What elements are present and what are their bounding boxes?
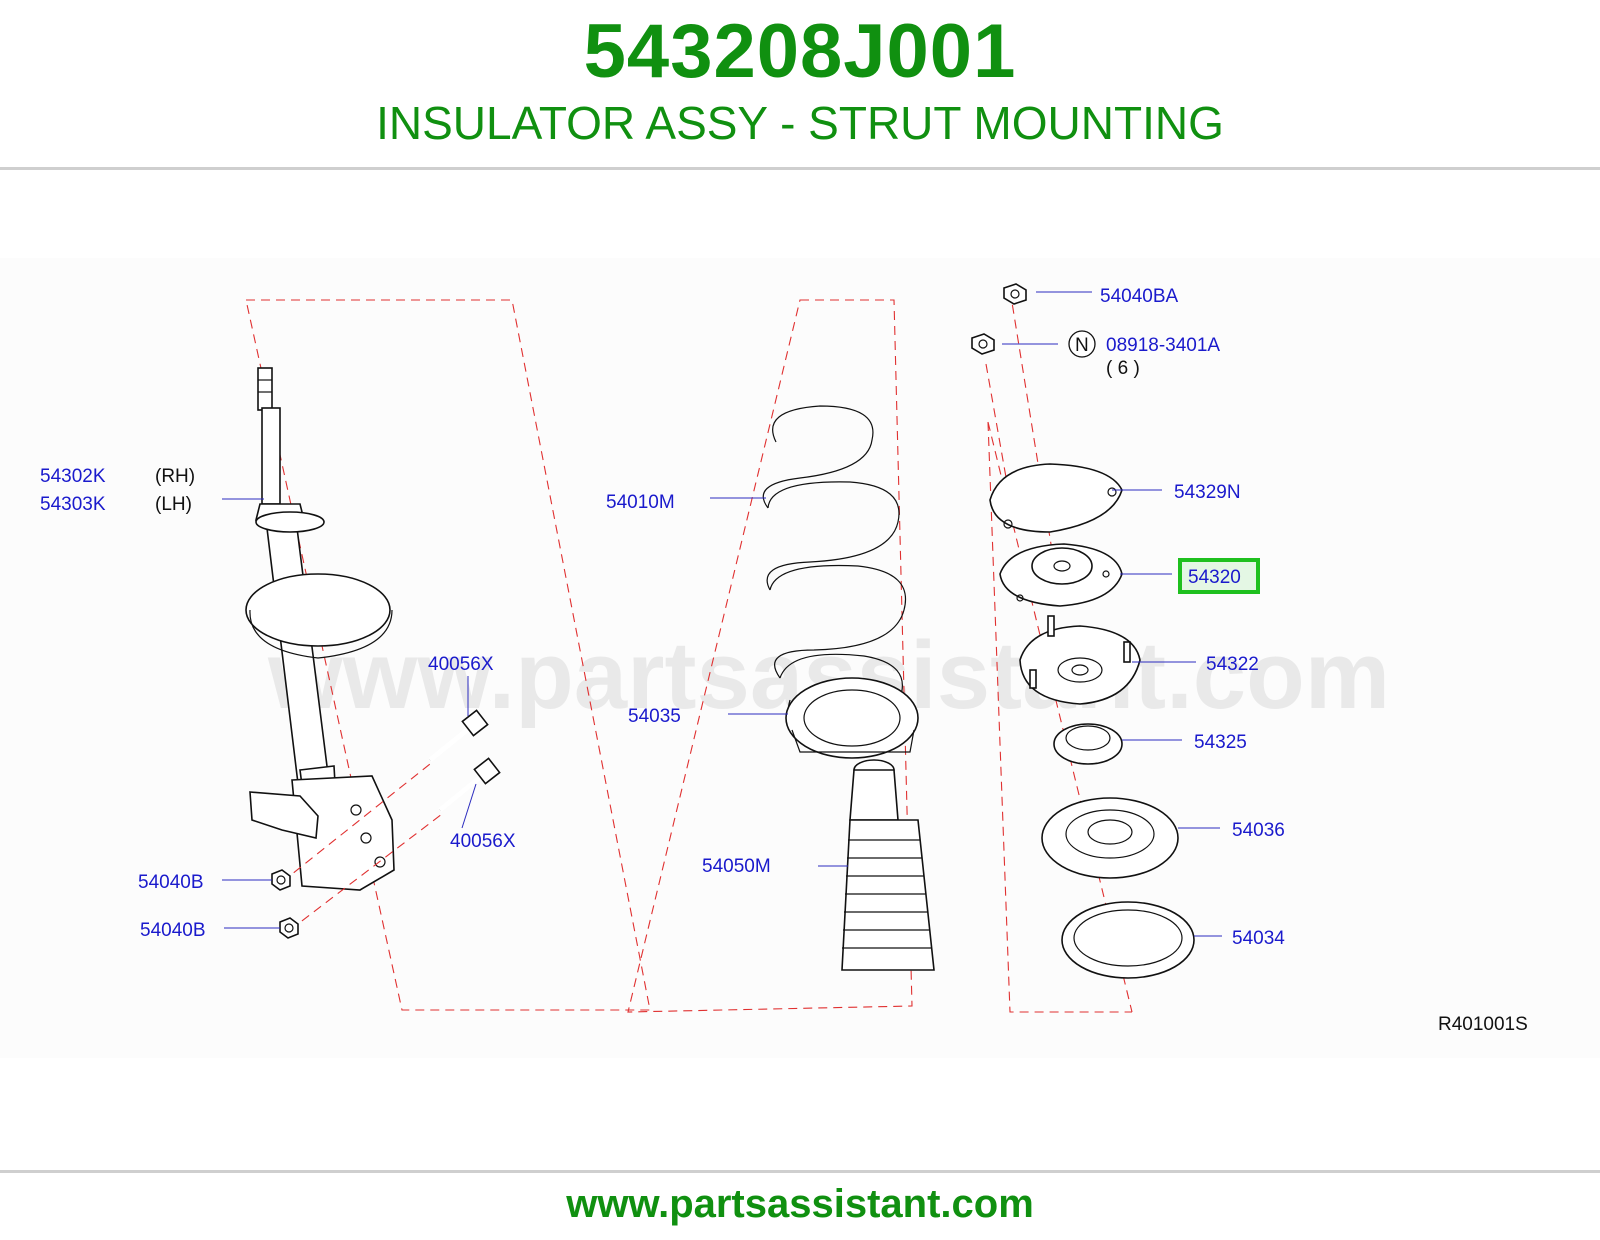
strut-mount-54322-drawing	[1019, 615, 1141, 705]
nut-08918-drawing	[971, 333, 995, 355]
callout-54040ba[interactable]: 54040BA	[1100, 286, 1179, 307]
knuckle-nut-upper	[271, 869, 291, 891]
bearing-54325-drawing	[1053, 723, 1123, 765]
mount-group-boundary	[987, 421, 1133, 1013]
new-part-symbol-label: N	[1075, 335, 1089, 356]
callout-54325[interactable]: 54325	[1194, 732, 1247, 753]
callout-54035[interactable]: 54035	[628, 706, 681, 727]
callout-54010m[interactable]: 54010M	[606, 492, 675, 513]
part-description: INSULATOR ASSY - STRUT MOUNTING	[376, 97, 1224, 149]
diagram-reference-code: R401001S	[1438, 1014, 1528, 1035]
strut-collar	[255, 511, 325, 533]
callout-40056x-bottom[interactable]: 40056X	[450, 831, 516, 852]
callout-54303k[interactable]: 54303K	[40, 494, 106, 515]
callout-54040b-top[interactable]: 54040B	[138, 872, 204, 893]
dust-boot-drawing	[841, 759, 935, 971]
callout-54040b-bottom[interactable]: 54040B	[140, 920, 206, 941]
strut-assembly-drawing	[245, 367, 395, 891]
strut-mount-54320-drawing	[999, 543, 1123, 607]
callout-54034[interactable]: 54034	[1232, 928, 1285, 949]
piston-rod	[261, 407, 281, 505]
spring-group-boundary	[627, 299, 913, 1013]
header-divider	[0, 167, 1600, 170]
knuckle-bolt-lower	[438, 757, 501, 812]
part-number-title: 543208J001	[583, 9, 1017, 94]
new-part-symbol	[1068, 330, 1096, 358]
lower-spring-seat	[245, 573, 391, 647]
callout-08918-quantity: ( 6 )	[1106, 358, 1140, 379]
lower-seat-54036-drawing	[1041, 797, 1179, 879]
knuckle-nut-lower	[279, 917, 299, 939]
nut-54040ba-drawing	[1003, 283, 1027, 305]
callout-08918-3401a[interactable]: 08918-3401A	[1106, 335, 1220, 356]
callout-54303k-side: (LH)	[155, 494, 192, 515]
callout-54050m[interactable]: 54050M	[702, 856, 771, 877]
callout-54329n[interactable]: 54329N	[1174, 482, 1241, 503]
diagram-canvas: www.partsassistant.com	[0, 258, 1600, 1058]
exploded-parts-diagram: www.partsassistant.com	[0, 170, 1600, 1170]
insulator-54034-drawing	[1061, 901, 1195, 979]
footer-website-link[interactable]: www.partsassistant.com	[566, 1182, 1034, 1226]
page-header: 543208J001 INSULATOR ASSY - STRUT MOUNTI…	[0, 0, 1600, 170]
footer-divider	[0, 1170, 1600, 1173]
brake-hose-bracket	[249, 791, 319, 839]
callout-54320-highlighted[interactable]: 54320	[1188, 567, 1241, 588]
callout-54036[interactable]: 54036	[1232, 820, 1285, 841]
callout-54322[interactable]: 54322	[1206, 654, 1259, 675]
highlighted-part-box	[1178, 558, 1260, 594]
knuckle-bolt-upper	[428, 709, 489, 762]
callout-54302k[interactable]: 54302K	[40, 466, 106, 487]
upper-spring-seat-drawing	[785, 677, 919, 759]
callout-40056x-top[interactable]: 40056X	[428, 654, 494, 675]
callout-54302k-side: (RH)	[155, 466, 195, 487]
piston-rod-tip	[257, 367, 273, 411]
